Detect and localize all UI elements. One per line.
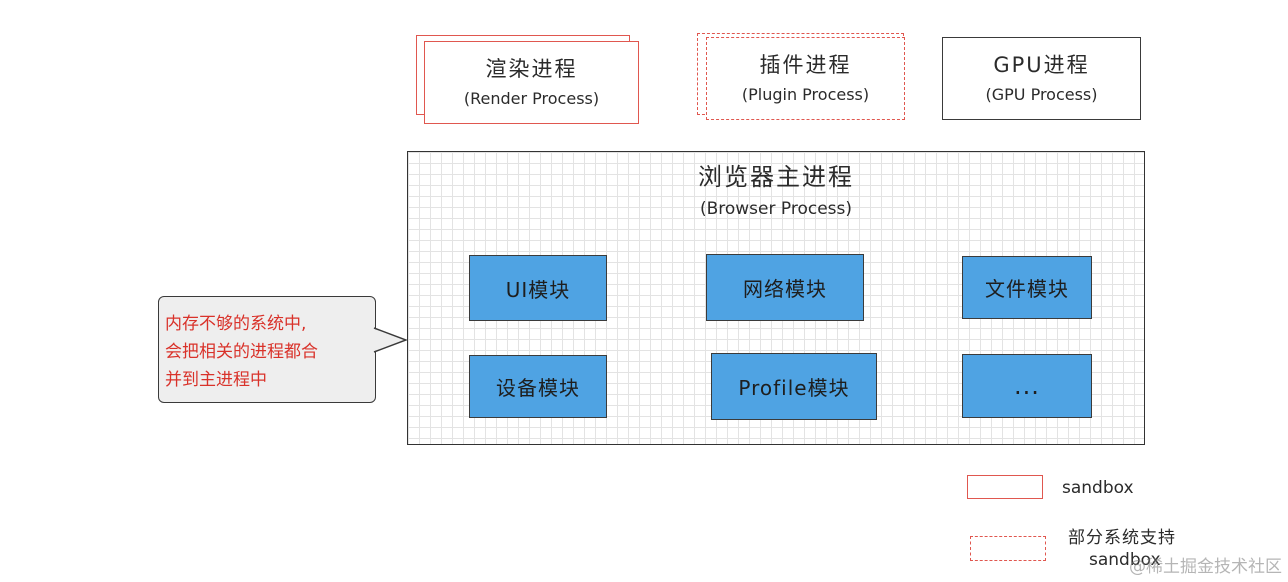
callout-line-2: 会把相关的进程都合 [165,342,318,362]
plugin-process-box: 插件进程 (Plugin Process) [706,37,905,120]
browser-process-title: 浏览器主进程 [698,163,854,191]
render-process-box: 渲染进程 (Render Process) [424,41,639,124]
profile-module: Profile模块 [711,353,877,420]
legend-solid-sandbox-swatch [967,475,1043,499]
gpu-process-subtitle: (GPU Process) [985,84,1098,104]
ui-module: UI模块 [469,255,607,321]
render-process-subtitle: (Render Process) [463,88,600,108]
file-module: 文件模块 [962,256,1092,319]
device-module: 设备模块 [469,355,607,418]
browser-process-subtitle: (Browser Process) [699,199,853,219]
gpu-process-box: GPU进程 (GPU Process) [942,37,1141,120]
legend-partial-sandbox-label-line2: sandbox [1089,550,1161,570]
legend-partial-sandbox-swatch [970,536,1046,561]
network-module: 网络模块 [706,254,864,321]
callout-line-3: 并到主进程中 [165,370,267,390]
gpu-process-title: GPU进程 [993,52,1090,77]
legend-partial-sandbox-label-line1: 部分系统支持 [1068,528,1176,548]
render-process-title: 渲染进程 [485,56,578,81]
plugin-process-subtitle: (Plugin Process) [741,84,870,104]
callout-note: 内存不够的系统中, 会把相关的进程都合 并到主进程中 [158,296,376,403]
watermark: @稀土掘金技术社区 [1129,557,1282,577]
callout-line-1: 内存不够的系统中, [165,314,307,334]
plugin-process-title: 插件进程 [759,52,852,77]
callout-pointer [372,327,408,353]
more-modules: ... [962,354,1092,418]
legend-solid-sandbox-label: sandbox [1062,478,1134,498]
